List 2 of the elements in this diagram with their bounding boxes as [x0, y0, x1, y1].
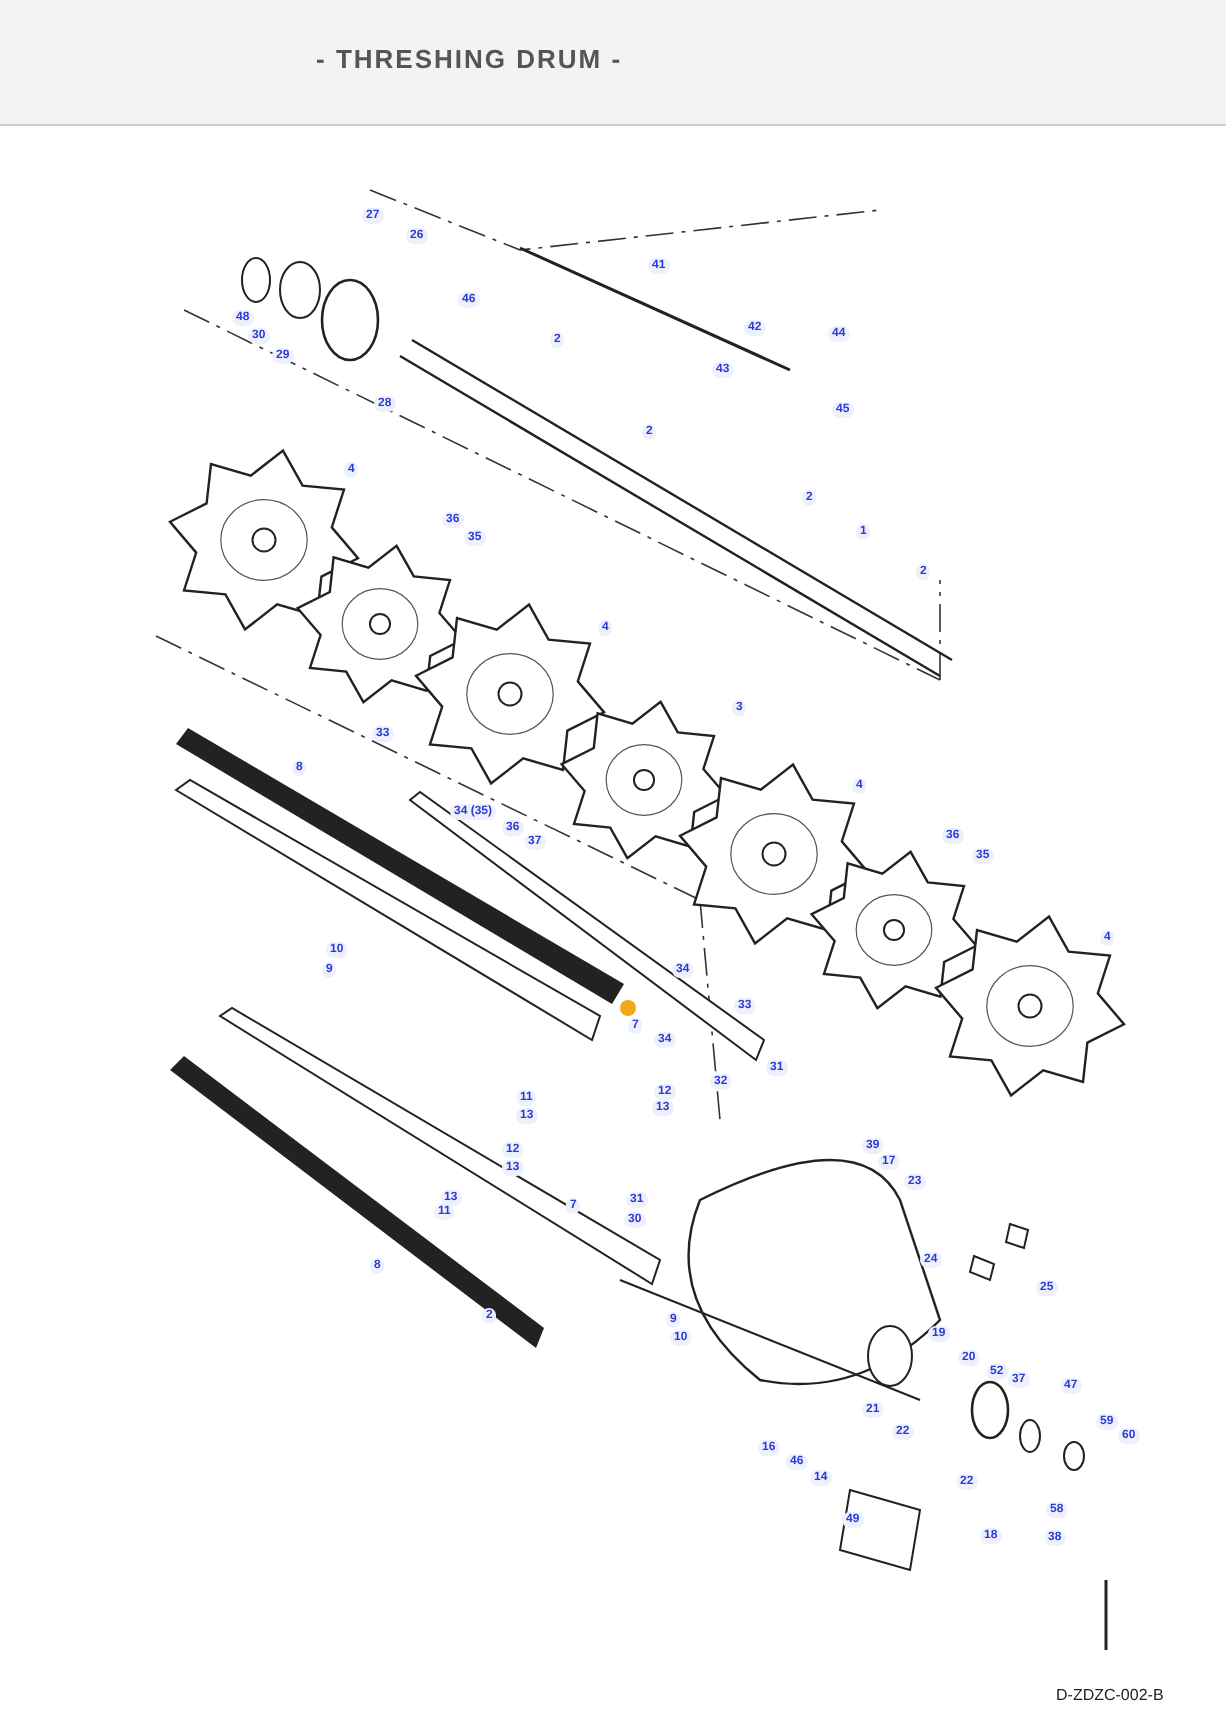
title: - THRESHING DRUM -: [316, 44, 623, 74]
drawing-code: D-ZDZC-002-B: [1056, 1686, 1164, 1704]
